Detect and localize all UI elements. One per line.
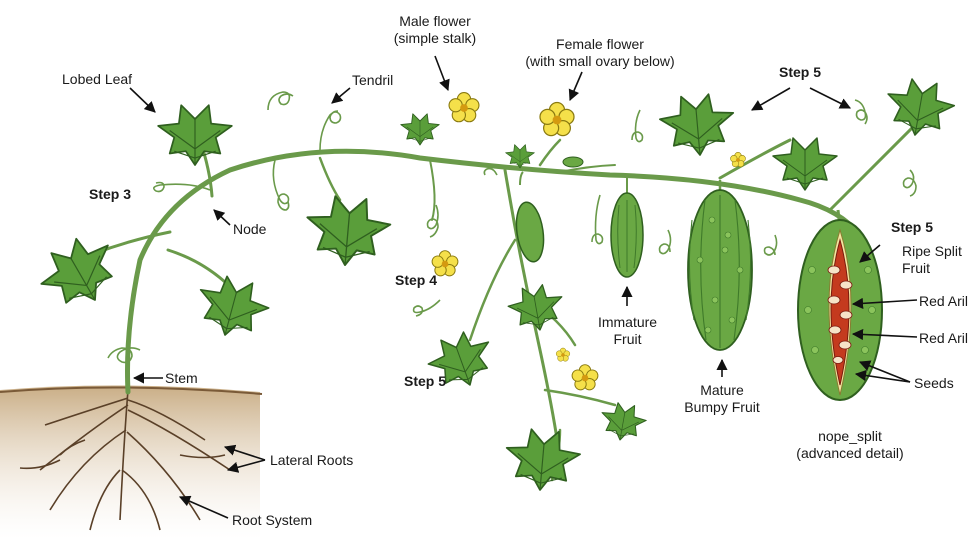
label-tendril: Tendril	[352, 72, 393, 89]
label-node: Node	[233, 221, 266, 238]
label-mature-fruit-line1: Mature	[672, 382, 772, 399]
label-male-flower: Male flower (simple stalk)	[385, 13, 485, 47]
label-immature-fruit-line2: Fruit	[590, 331, 665, 348]
label-male-flower-line2: (simple stalk)	[385, 30, 485, 47]
label-ripe-split-line2: Fruit	[902, 260, 962, 277]
label-lateral-roots: Lateral Roots	[270, 452, 353, 469]
label-lobed-leaf: Lobed Leaf	[62, 71, 132, 88]
label-mature-fruit: Mature Bumpy Fruit	[672, 382, 772, 416]
label-female-flower-line2: (with small ovary below)	[505, 53, 695, 70]
fruits	[513, 172, 882, 400]
label-red-aril-2: Red Aril	[919, 330, 968, 347]
label-nope-split-line1: nope_split	[775, 428, 925, 445]
label-nope-split-line2: (advanced detail)	[775, 445, 925, 462]
label-female-flower: Female flower (with small ovary below)	[505, 36, 695, 70]
label-root-system: Root System	[232, 512, 312, 529]
label-male-flower-line1: Male flower	[385, 13, 485, 30]
label-mature-fruit-line2: Bumpy Fruit	[672, 399, 772, 416]
label-immature-fruit-line1: Immature	[590, 314, 665, 331]
label-stem: Stem	[165, 370, 198, 387]
step-5-label-top: Step 5	[779, 64, 821, 81]
label-immature-fruit: Immature Fruit	[590, 314, 665, 348]
label-ripe-split-fruit: Ripe Split Fruit	[902, 243, 962, 277]
label-ripe-split-line1: Ripe Split	[902, 243, 962, 260]
step-3-label: Step 3	[89, 186, 131, 203]
step-5-label-left: Step 5	[404, 373, 446, 390]
label-red-aril-1: Red Aril	[919, 293, 968, 310]
label-seeds: Seeds	[914, 375, 954, 392]
label-female-flower-line1: Female flower	[505, 36, 695, 53]
step-5-label-right: Step 5	[891, 219, 933, 236]
label-nope-split: nope_split (advanced detail)	[775, 428, 925, 462]
step-4-label: Step 4	[395, 272, 437, 289]
